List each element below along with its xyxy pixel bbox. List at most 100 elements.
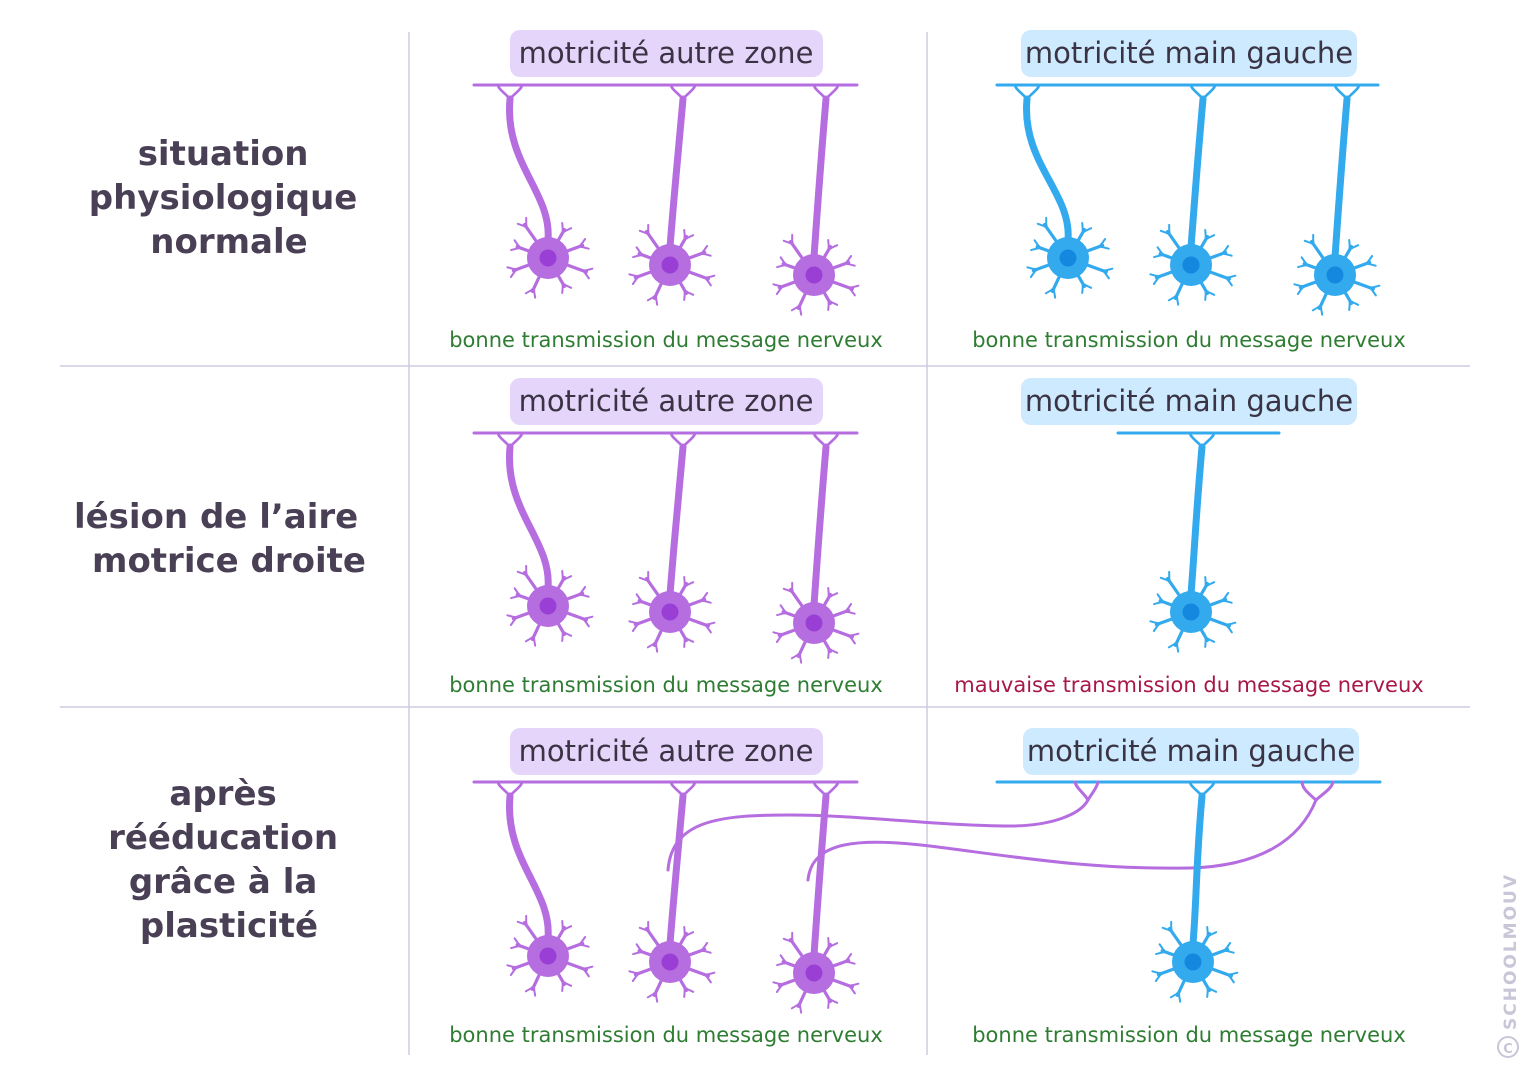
dendrite-tip (579, 243, 585, 249)
dendrite-tip (701, 250, 707, 256)
dendrite-tip (683, 987, 689, 993)
dendrite-tip (561, 631, 567, 637)
dendrite-tip (827, 592, 833, 598)
pill-left-lesion (510, 378, 823, 425)
caption-left-lesion: bonne transmission du message nerveux (449, 673, 883, 697)
dendrite-tip (522, 222, 528, 228)
dendrite-tip (561, 575, 567, 581)
dendrite-tip (788, 937, 794, 943)
connection-curve-2 (806, 798, 1318, 882)
pill-text-left-after: motricité autre zone (519, 734, 814, 768)
pill-right-normal (1021, 30, 1357, 77)
nucleus (805, 266, 823, 284)
dendrite-tip (1206, 931, 1212, 937)
pill-left-after (510, 728, 823, 775)
dendrite-tip (781, 959, 787, 965)
pill-text-right-normal: motricité main gauche (1025, 36, 1353, 70)
dendrite-tip (683, 234, 689, 240)
axon-terminal (824, 431, 840, 449)
copyright-icon-letter: C (1503, 1042, 1513, 1057)
dendrite-tip (530, 288, 536, 294)
row-label-line: plasticité (140, 906, 318, 946)
dendrite-tip (637, 948, 643, 954)
dendrite-tip (511, 965, 517, 971)
nucleus (539, 249, 557, 267)
dendrite-tip (777, 982, 783, 988)
copyright-icon (1497, 1036, 1519, 1058)
dendrite-tip (1158, 598, 1164, 604)
dendrite-tip (781, 261, 787, 267)
axon (666, 443, 687, 598)
watermark: C SCHOOLMOUV (1497, 873, 1521, 1058)
dendrite-tip (515, 942, 521, 948)
pill-left-normal (510, 30, 823, 77)
axon-terminal (669, 780, 685, 798)
dendrite-tip (788, 587, 794, 593)
nucleus (1182, 256, 1200, 274)
dendrite-tip (701, 947, 707, 953)
dendrite-tip (777, 284, 783, 290)
dendrite-tip (1222, 597, 1228, 603)
axon (1331, 95, 1351, 261)
axon (506, 792, 552, 942)
connection-terminal-1a (1073, 780, 1090, 802)
axon (506, 95, 552, 244)
nucleus (539, 597, 557, 615)
axon-terminal (824, 780, 840, 798)
dendrite-tip (1160, 948, 1166, 954)
connection-terminal-1b (1086, 780, 1100, 802)
dendrite-tip (1228, 973, 1233, 979)
dendrite-tip (705, 973, 710, 979)
axon-terminal (1200, 431, 1216, 449)
dendrite-tip (1035, 244, 1041, 250)
axon-terminal (496, 83, 512, 101)
row-label-line: situation (138, 134, 309, 174)
dendrite-tip (827, 942, 833, 948)
axon-terminal (681, 780, 697, 798)
caption-left-after: bonne transmission du message nerveux (449, 1023, 883, 1047)
axon-terminal (508, 83, 524, 101)
dendrite-tip (1173, 642, 1179, 648)
caption-left-normal: bonne transmission du message nerveux (449, 328, 883, 352)
dendrite-tip (579, 941, 585, 947)
row-label-normal: situation physiologique normale (89, 134, 369, 262)
dendrite-tip (633, 274, 639, 280)
neuron-left-row1-3 (772, 83, 860, 316)
dendrite-tip (1175, 992, 1181, 998)
row-label-line: rééducation (108, 818, 338, 858)
pill-right-lesion (1021, 378, 1357, 425)
nucleus (805, 964, 823, 982)
plasticity-connections (666, 780, 1335, 882)
dendrite-tip (683, 637, 689, 643)
dendrite-tip (652, 992, 658, 998)
dendrite-tip (1042, 222, 1048, 228)
dendrite-tip (644, 576, 650, 582)
dendrite-tip (1302, 261, 1308, 267)
dendrite-tip (1081, 227, 1087, 233)
dendrite-tip (1370, 286, 1375, 292)
pills (510, 30, 1359, 775)
dendrite-tip (583, 269, 588, 275)
axon-terminal (812, 780, 828, 798)
dendrite-tip (1226, 276, 1231, 282)
dendrite-tip (633, 971, 639, 977)
nucleus (1182, 603, 1200, 621)
dendrite-tip (1206, 987, 1212, 993)
axon (810, 95, 830, 261)
dendrite-tip (652, 642, 658, 648)
row-label-line: grâce à la (129, 862, 317, 902)
neuron-left-row2-2 (628, 431, 716, 653)
axon-terminal (812, 431, 828, 449)
connection-terminal-2a (1300, 780, 1318, 802)
dendrite-tip (1165, 576, 1171, 582)
dendrite-tip (637, 598, 643, 604)
nucleus (661, 953, 679, 971)
dendrite-tip (796, 1003, 802, 1009)
axon-terminal (1333, 83, 1349, 101)
nucleus (539, 947, 557, 965)
dendrite-tip (1154, 621, 1160, 627)
dendrite-tip (849, 286, 854, 292)
dendrite-tip (637, 251, 643, 257)
nucleus (1059, 249, 1077, 267)
row-label-line: physiologique (89, 178, 358, 218)
